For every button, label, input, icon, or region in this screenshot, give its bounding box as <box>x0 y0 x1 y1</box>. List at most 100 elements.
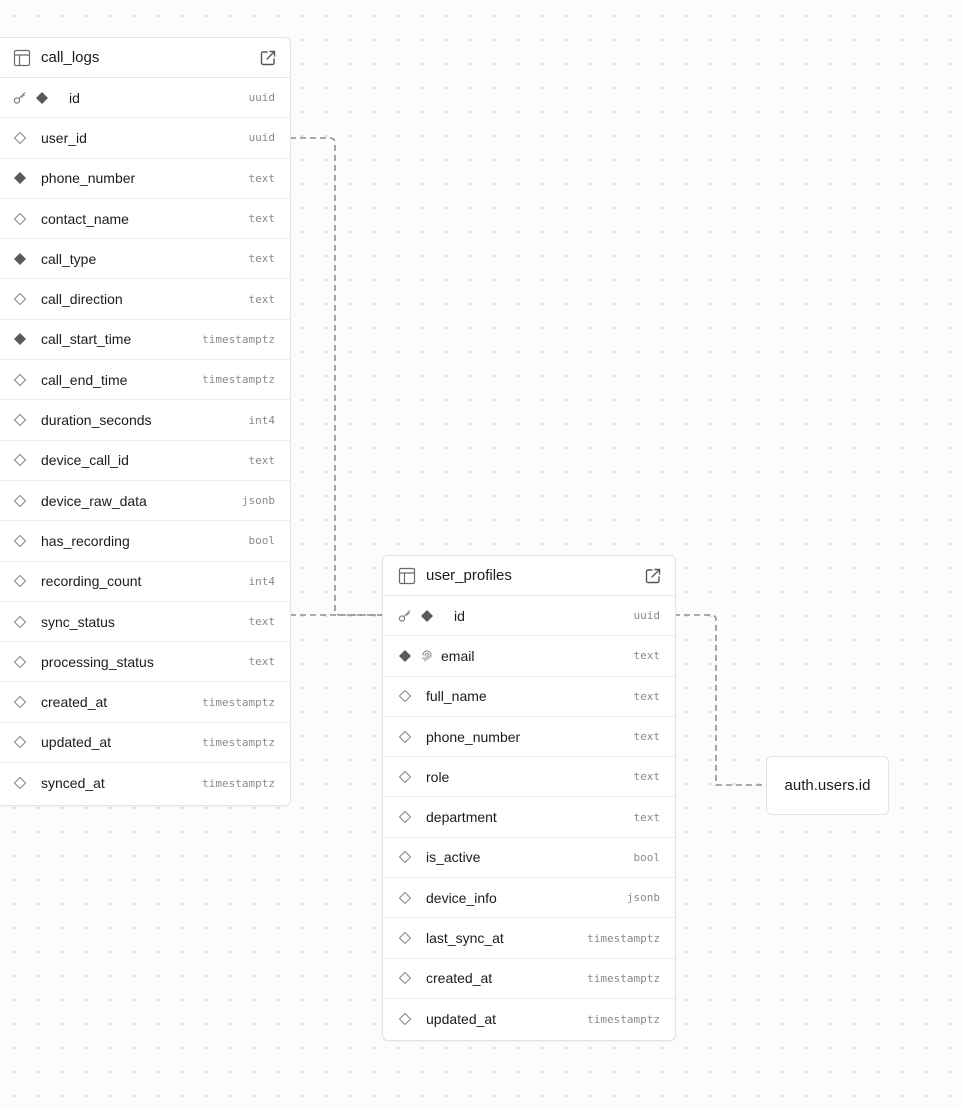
column-row-id[interactable]: id uuid <box>0 78 290 119</box>
column-name: processing_status <box>41 653 154 670</box>
column-name: is_active <box>426 849 481 866</box>
fk-line-user-id-to-profiles <box>290 137 382 616</box>
column-row-phone-number[interactable]: phone_number text <box>383 717 675 758</box>
column-icons <box>398 730 416 744</box>
column-icons <box>398 850 416 864</box>
column-name: department <box>426 809 497 826</box>
column-type: timestamptz <box>202 776 275 790</box>
column-icons <box>398 609 434 623</box>
column-row-synced-at[interactable]: synced_at timestamptz <box>0 763 290 803</box>
outline-diamond-icon <box>13 494 27 508</box>
column-name: call_direction <box>41 291 123 308</box>
column-type: text <box>248 171 276 185</box>
column-name: updated_at <box>41 734 112 751</box>
outline-diamond-icon <box>398 689 412 703</box>
external-link-icon[interactable] <box>644 567 662 585</box>
column-name: synced_at <box>41 775 105 792</box>
column-icons <box>398 649 434 663</box>
column-row-department[interactable]: department text <box>383 797 675 838</box>
column-icons <box>13 574 31 588</box>
column-type: uuid <box>248 131 276 145</box>
external-link-icon[interactable] <box>259 49 277 67</box>
column-type: jsonb <box>241 494 275 508</box>
column-type: bool <box>248 534 276 548</box>
column-icons <box>13 453 31 467</box>
column-icons <box>13 212 31 226</box>
column-row-role[interactable]: role text <box>383 757 675 798</box>
table-header: call_logs <box>0 38 290 78</box>
column-icons <box>398 810 416 824</box>
outline-diamond-icon <box>13 212 27 226</box>
column-icons <box>398 689 416 703</box>
column-icons <box>398 1012 416 1026</box>
key-icon <box>13 91 27 105</box>
outline-diamond-icon <box>13 574 27 588</box>
key-icon <box>398 609 412 623</box>
outline-diamond-icon <box>13 534 27 548</box>
column-name: role <box>426 768 450 785</box>
column-icons <box>13 735 31 749</box>
column-icons <box>13 171 31 185</box>
column-row-email[interactable]: email text <box>383 636 675 677</box>
outline-diamond-icon <box>398 931 412 945</box>
column-type: timestamptz <box>202 735 275 749</box>
column-icons <box>13 373 31 387</box>
outline-diamond-icon <box>398 730 412 744</box>
outline-diamond-icon <box>13 615 27 629</box>
column-icons <box>13 615 31 629</box>
column-name: full_name <box>426 688 487 705</box>
column-name: device_raw_data <box>41 492 147 509</box>
outline-diamond-icon <box>398 891 412 905</box>
column-type: timestamptz <box>587 931 660 945</box>
column-icons <box>13 494 31 508</box>
column-name: id <box>69 89 80 106</box>
column-type: uuid <box>248 91 276 105</box>
column-type: text <box>633 730 661 744</box>
filled-diamond-icon <box>13 252 27 266</box>
column-icons <box>13 292 31 306</box>
external-reference-label: auth.users.id <box>784 777 871 794</box>
column-type: text <box>633 649 661 663</box>
outline-diamond-icon <box>13 776 27 790</box>
column-type: text <box>633 810 661 824</box>
column-row-updated-at[interactable]: updated_at timestamptz <box>0 723 290 764</box>
outline-diamond-icon <box>13 131 27 145</box>
fk-line-profiles-to-auth-users <box>674 614 766 786</box>
outline-diamond-icon <box>398 810 412 824</box>
external-reference-node[interactable]: auth.users.id <box>766 756 889 815</box>
column-name: phone_number <box>426 728 521 745</box>
column-row-device-raw-data[interactable]: device_raw_data jsonb <box>0 481 290 522</box>
column-name: duration_seconds <box>41 412 152 429</box>
column-name: email <box>441 647 475 664</box>
column-name: sync_status <box>41 613 115 630</box>
column-type: uuid <box>633 609 661 623</box>
column-type: timestamptz <box>202 373 275 387</box>
outline-diamond-icon <box>398 850 412 864</box>
column-type: text <box>633 770 661 784</box>
